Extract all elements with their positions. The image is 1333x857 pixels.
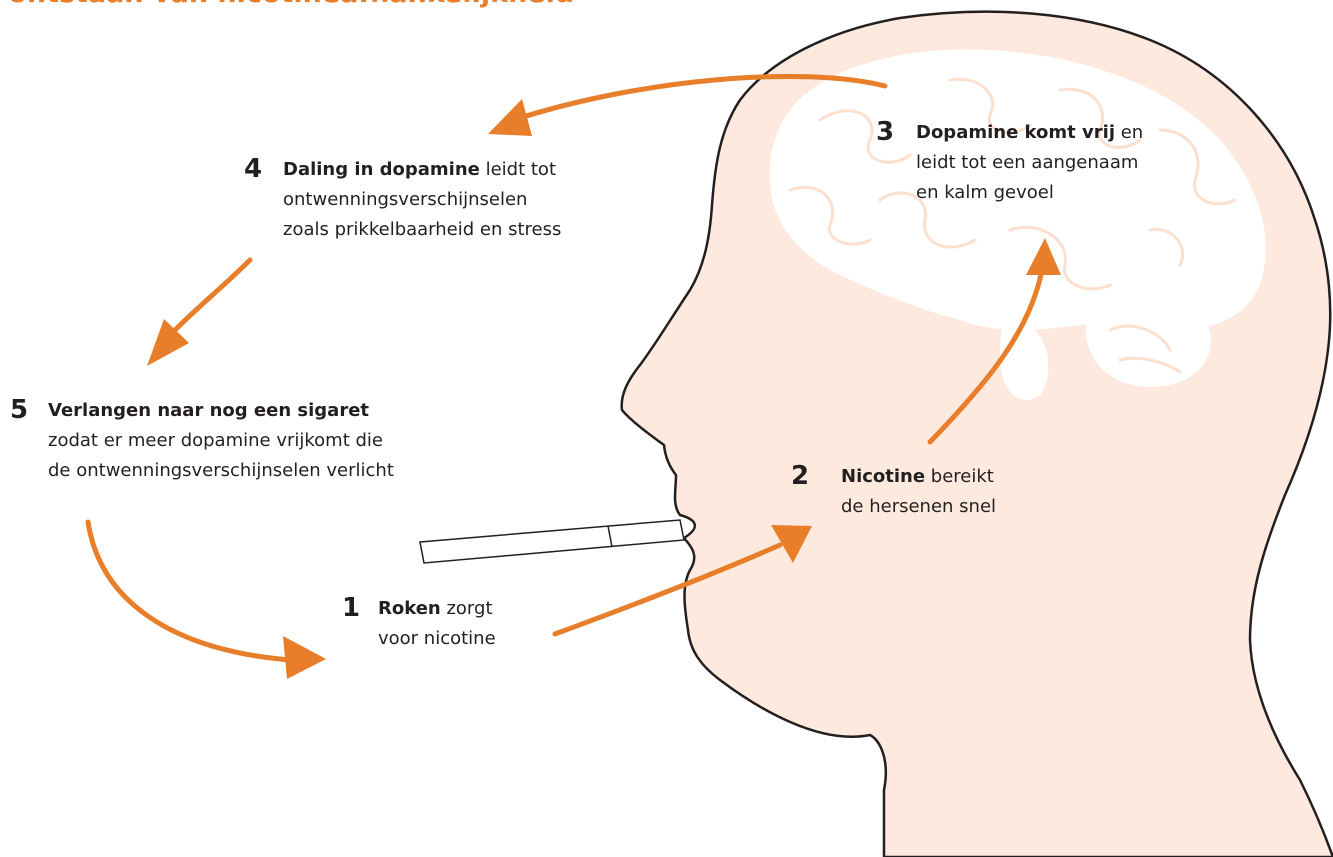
step-3-number: 3 bbox=[876, 117, 895, 147]
arrowhead-step4 bbox=[488, 99, 532, 136]
step-5-line-2: de ontwenningsverschijnselen verlicht bbox=[48, 460, 394, 481]
step-1-number: 1 bbox=[342, 593, 361, 623]
step-1-rest: zorgt bbox=[440, 598, 493, 619]
step-4: 4 Daling in dopamine leidt tot ontwennin… bbox=[244, 154, 562, 245]
arrow-step3-to-step4 bbox=[517, 73, 888, 121]
step-4-number: 4 bbox=[244, 154, 263, 184]
step-2-bold: Nicotine bbox=[841, 466, 926, 487]
arrowhead-step2 bbox=[771, 525, 812, 563]
step-3-line-2: en kalm gevoel bbox=[916, 182, 1054, 203]
arrowhead-step3 bbox=[1026, 238, 1061, 275]
arrowhead-step5 bbox=[147, 319, 189, 366]
diagram-title: t ontstaan van nicotineafhankelijkheid bbox=[0, 0, 574, 9]
step-5-line-1: zodat er meer dopamine vrijkomt die bbox=[48, 430, 383, 451]
step-2: 2 Nicotine bereikt de hersenen snel bbox=[791, 461, 997, 522]
step-5: 5 Verlangen naar nog een sigaret zodat e… bbox=[10, 395, 394, 486]
step-3: 3 Dopamine komt vrij en leidt tot een aa… bbox=[876, 117, 1144, 208]
step-4-rest: leidt tot bbox=[479, 159, 557, 180]
step-3-bold: Dopamine komt vrij bbox=[916, 122, 1115, 143]
arrow-step5-to-step1 bbox=[85, 519, 293, 663]
step-4-line-1: ontwenningsverschijnselen bbox=[283, 189, 528, 210]
arrowhead-step1 bbox=[283, 636, 326, 679]
step-4-line-2: zoals prikkelbaarheid en stress bbox=[283, 219, 562, 240]
brain-illustration bbox=[769, 49, 1266, 400]
step-2-line: de hersenen snel bbox=[841, 496, 997, 517]
step-2-number: 2 bbox=[791, 461, 810, 491]
step-5-bold: Verlangen naar nog een sigaret bbox=[48, 400, 370, 421]
step-1-bold: Roken bbox=[378, 598, 441, 619]
step-3-line-1: leidt tot een aangenaam bbox=[916, 152, 1139, 173]
step-5-number: 5 bbox=[10, 395, 29, 425]
step-1: 1 Roken zorgt voor nicotine bbox=[342, 593, 496, 654]
step-2-rest: bereikt bbox=[925, 466, 994, 487]
step-1-line: voor nicotine bbox=[378, 628, 496, 649]
step-4-bold: Daling in dopamine bbox=[283, 159, 480, 180]
arrow-step2-to-step3 bbox=[927, 267, 1045, 445]
brain-folds bbox=[788, 77, 1237, 374]
cigarette bbox=[419, 519, 685, 564]
step-3-rest: en bbox=[1114, 122, 1144, 143]
arrow-step1-to-step2 bbox=[552, 542, 783, 637]
arrow-step4-to-step5 bbox=[172, 257, 253, 333]
